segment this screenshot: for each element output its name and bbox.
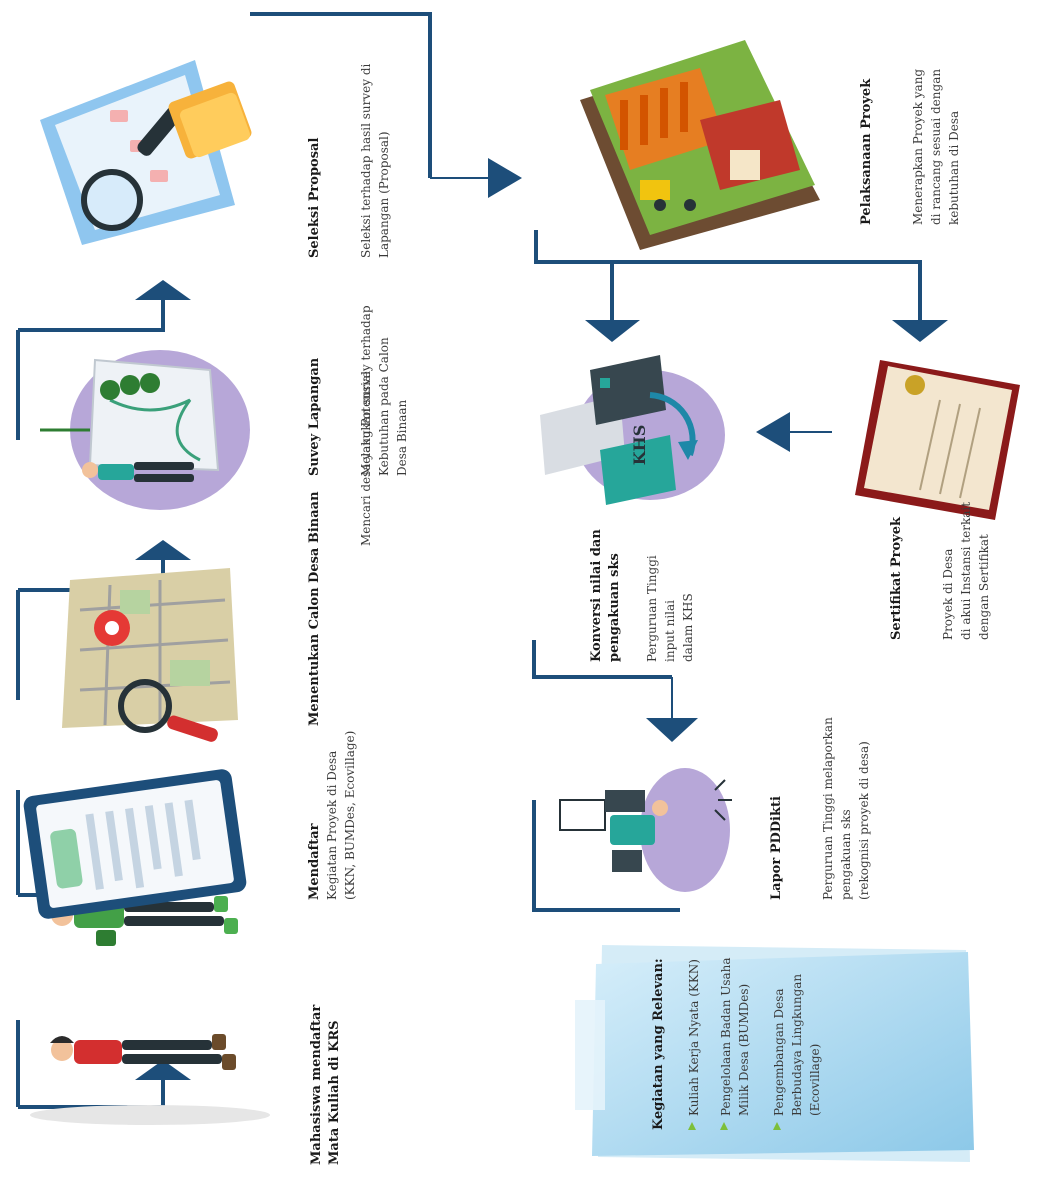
step-certificate-desc3: dengan Sertifikat [977,534,991,640]
step-register-title: Mendaftar [307,823,322,900]
step-krs-title2: Mata Kuliah di KRS [327,1020,342,1165]
relevant-panel [575,945,974,1162]
step-survey-title: Suvey Lapangan [307,357,322,476]
bullet-arrow-icon [773,1122,781,1130]
step-report: Lapor PDDikti Perguruan Tinggi melaporka… [769,717,871,900]
bracket-top [250,12,432,178]
step-project-desc1: Menerapkan Proyek yang [911,69,925,225]
relevant-item-bumdes: Pengelolaan Badan Usaha Milik Desa (BUMD… [719,957,751,1130]
khs-icon: KHS [540,355,725,505]
step-conversion-desc3: dalam KHS [681,593,695,662]
step-certificate-desc1: Proyek di Desa [941,549,955,640]
step-survey-desc2: Kebutuhan pada Calon [377,337,391,476]
relevant-heading-group: Kegiatan yang Relevan: [651,958,666,1130]
relevant-item-ecovillage-line2: Berbudaya Lingkungan [790,974,804,1116]
step-project-desc3: kebutuhan di Desa [947,111,961,225]
step-project-title: Pelaksanaan Proyek [859,78,874,225]
step-conversion-desc1: Perguruan Tinggi [645,555,659,662]
step-register: Mendaftar Kegiatan Proyek di Desa (KKN, … [307,731,357,900]
bracket-conversion [532,640,672,679]
panel-paper [592,952,974,1156]
relevant-heading: Kegiatan yang Relevan: [651,958,666,1130]
map-pin-icon [62,568,238,742]
step-conversion: Konversi nilai dan pengakuan sks Perguru… [589,529,695,662]
step-project: Pelaksanaan Proyek Menerapkan Proyek yan… [859,69,961,225]
relevant-item-bumdes-line1: Pengelolaan Badan Usaha [719,957,733,1116]
step-survey: Suvey Lapangan Melakukan survey terhadap… [307,305,409,476]
bullet-arrow-icon [720,1122,728,1130]
step-survey-desc3: Desa Binaan [395,399,409,476]
step-report-desc2: pengakuan sks [839,809,853,900]
bracket-survey [16,300,165,440]
step-certificate-title: Sertifikat Proyek [889,516,904,640]
step-proposal-desc1: Seleksi terhadap hasil survey di [359,63,373,258]
clipboard-icon [23,769,247,919]
relevant-item-bumdes-line2: Milik Desa (BUMDes) [737,984,751,1116]
proposal-icon [40,60,252,245]
step-certificate-desc2: di akui Instansi terkait [959,502,973,640]
arrow-up-4 [135,280,191,300]
arrow-down-report [646,718,698,742]
step-proposal-desc2: Lapangan (Proposal) [377,131,391,258]
step-register-desc1: Kegiatan Proyek di Desa [325,751,339,900]
relevant-item-ecovillage-line1: Pengembangan Desa [772,988,786,1116]
relevant-item-ecovillage: Pengembangan Desa Berbudaya Lingkungan (… [772,974,822,1130]
step-conversion-title: Konversi nilai dan [589,529,604,662]
step-report-title: Lapor PDDikti [769,796,784,900]
bullet-arrow-icon [688,1122,696,1130]
step-report-desc3: (rekognisi proyek di desa) [857,741,871,900]
arrow-up-1 [135,1060,191,1080]
report-icon [559,768,732,892]
step-project-desc2: di rancang sesuai dengan [929,69,943,225]
step-report-desc1: Perguruan Tinggi melaporkan [821,717,835,900]
project-icon [580,40,820,250]
bracket-project [534,230,922,320]
relevant-item-kkn: Kuliah Kerja Nyata (KKN) [687,959,701,1130]
arrow-down-certificate [892,320,948,342]
bracket-report [532,800,680,912]
arrow-right-project [488,158,522,198]
step-proposal-title: Seleksi Proposal [307,138,322,258]
step-conversion-desc2: input nilai [663,600,677,662]
step-conversion-title2: pengakuan sks [607,553,622,662]
survey-icon [40,350,250,510]
arrow-left-khs [756,412,790,452]
step-village: Menentukan Calon Desa Binaan Mencari des… [307,371,373,726]
step-survey-desc1: Melakukan survey terhadap [359,305,373,476]
step-krs-title: Mahasiswa mendaftar [309,1005,324,1165]
students-icon [30,896,270,1125]
step-village-desc1: Mencari desa yang Potensial [359,371,373,546]
step-register-desc2: (KKN, BUMDes, Ecovillage) [343,731,357,900]
relevant-item-ecovillage-line3: (Ecovillage) [808,1044,822,1116]
arrow-up-3 [135,540,191,560]
certificate-icon [855,360,1020,520]
khs-label: KHS [630,425,649,466]
step-krs: Mahasiswa mendaftar Mata Kuliah di KRS [309,1005,342,1165]
step-village-title: Menentukan Calon Desa Binaan [307,491,322,726]
step-certificate: Sertifikat Proyek Proyek di Desa di akui… [889,502,991,640]
step-proposal: Seleksi Proposal Seleksi terhadap hasil … [307,63,391,258]
relevant-item-kkn-text: Kuliah Kerja Nyata (KKN) [687,959,701,1116]
arrow-down-conversion [585,320,640,342]
